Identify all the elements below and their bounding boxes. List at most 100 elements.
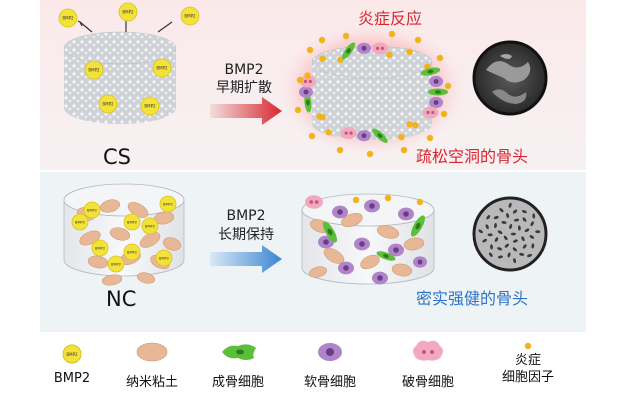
osteoblast bbox=[428, 88, 448, 96]
nanoclay-particle bbox=[99, 199, 121, 213]
bmp2-molecule: BMP2 bbox=[140, 96, 160, 116]
bmp2-molecule: BMP2 bbox=[84, 60, 104, 80]
bmp2-molecule: BMP2 bbox=[98, 94, 118, 114]
cs-scaffold bbox=[63, 31, 177, 124]
cytokine bbox=[416, 198, 424, 206]
svg-text:BMP2: BMP2 bbox=[95, 247, 105, 251]
chondrocyte bbox=[338, 261, 354, 275]
cytokine bbox=[294, 106, 302, 114]
osteoclast bbox=[422, 106, 439, 119]
svg-text:BMP2: BMP2 bbox=[75, 221, 85, 225]
legend-osteoblast-icon bbox=[222, 344, 256, 360]
nc-label: NC bbox=[106, 287, 136, 311]
osteoblast bbox=[372, 128, 388, 143]
bmp2-molecule: BMP2 bbox=[91, 239, 109, 257]
svg-text:BMP2: BMP2 bbox=[111, 263, 121, 267]
top-arrow-line1: BMP2 bbox=[224, 62, 263, 78]
osteoblast bbox=[376, 251, 396, 261]
svg-text:BMP2: BMP2 bbox=[156, 66, 168, 71]
chondrocyte bbox=[413, 256, 427, 268]
legend-label-bmp: BMP2 bbox=[53, 371, 91, 386]
svg-text:BMP2: BMP2 bbox=[145, 225, 155, 229]
chondrocyte bbox=[354, 237, 370, 251]
legend-osteoclast-icon bbox=[413, 340, 443, 361]
bmp2-molecule: BMP2 bbox=[159, 195, 177, 213]
bmp2-molecule: BMP2 bbox=[58, 8, 78, 28]
cytokine bbox=[316, 113, 323, 120]
legend-label-cytokine: 炎症 细胞因子 bbox=[501, 353, 554, 385]
cytokine bbox=[304, 72, 311, 79]
dense-bone-image bbox=[472, 196, 548, 272]
svg-text:BMP2: BMP2 bbox=[102, 102, 114, 107]
cytokine bbox=[388, 30, 396, 38]
cytokine bbox=[414, 36, 422, 44]
nanoclay-particle bbox=[323, 248, 345, 264]
cytokine bbox=[352, 196, 360, 204]
cytokine bbox=[386, 51, 393, 59]
bmp2-molecule: BMP2 bbox=[107, 255, 125, 273]
legend-bmp-icon: BMP2 bbox=[62, 344, 82, 364]
nanoclay-particle bbox=[163, 237, 181, 251]
svg-text:BMP2: BMP2 bbox=[184, 14, 196, 19]
chondrocyte bbox=[299, 86, 313, 98]
cytokine bbox=[412, 121, 419, 129]
cytokine bbox=[444, 82, 452, 90]
legend-label-nanoclay: 纳米粘土 bbox=[125, 375, 178, 390]
nanoclay-particle bbox=[391, 263, 413, 277]
chondrocyte bbox=[364, 199, 380, 213]
bmp2-molecule: BMP2 bbox=[83, 201, 101, 219]
svg-text:BMP2: BMP2 bbox=[122, 10, 134, 15]
svg-text:BMP2: BMP2 bbox=[159, 257, 169, 261]
bmp2-molecule: BMP2 bbox=[118, 2, 138, 22]
cytokine bbox=[406, 48, 413, 55]
cytokine bbox=[319, 55, 326, 63]
svg-text:BMP2: BMP2 bbox=[62, 16, 74, 21]
bmp2-molecule: BMP2 bbox=[155, 249, 173, 267]
nanoclay-particle bbox=[136, 272, 156, 284]
svg-text:BMP2: BMP2 bbox=[66, 352, 78, 357]
chondrocyte bbox=[398, 207, 414, 221]
cytokine bbox=[366, 150, 374, 158]
legend-label-chondrocyte: 软骨细胞 bbox=[303, 375, 356, 390]
top-result-label: 疏松空洞的骨头 bbox=[416, 147, 528, 166]
chondrocyte bbox=[429, 96, 444, 109]
svg-text:BMP2: BMP2 bbox=[144, 104, 156, 109]
svg-text:BMP2: BMP2 bbox=[127, 221, 137, 225]
bottom-arrow-line2: 长期保持 bbox=[218, 227, 274, 243]
bmp2-molecule: BMP2 bbox=[123, 243, 141, 261]
bmp2-molecule: BMP2 bbox=[152, 58, 172, 78]
cytokine bbox=[336, 146, 344, 154]
legend-cytokine-icon bbox=[524, 342, 532, 350]
nanoclay-particle bbox=[308, 266, 328, 278]
bmp2-molecule: BMP2 bbox=[180, 6, 200, 26]
osteoclast bbox=[340, 127, 357, 140]
red-arrow bbox=[210, 97, 282, 125]
osteoblast bbox=[420, 67, 441, 76]
bottom-arrow-line1: BMP2 bbox=[226, 208, 265, 224]
svg-text:BMP2: BMP2 bbox=[127, 251, 137, 255]
cytokine bbox=[440, 110, 448, 118]
bmp2-molecule: BMP2 bbox=[123, 213, 141, 231]
chondrocyte bbox=[429, 75, 444, 88]
svg-text:BMP2: BMP2 bbox=[87, 209, 97, 213]
cytokine bbox=[400, 146, 408, 154]
nanoclay-particle bbox=[341, 212, 363, 228]
cytokine bbox=[318, 36, 326, 44]
osteoclast bbox=[299, 75, 316, 88]
nanoclay-particle bbox=[139, 232, 161, 248]
inflammation-label: 炎症反应 bbox=[358, 9, 422, 28]
legend-nanoclay-icon bbox=[136, 342, 168, 362]
cytokine bbox=[308, 132, 316, 140]
legend-label-osteoclast: 破骨细胞 bbox=[401, 375, 454, 390]
bmp2-molecule: BMP2 bbox=[141, 217, 159, 235]
legend: BMP2 bbox=[62, 340, 532, 364]
chondrocyte bbox=[357, 42, 372, 54]
nanoclay-particle bbox=[403, 237, 425, 251]
cytokine bbox=[398, 133, 405, 141]
bottom-result-label: 密实强健的骨头 bbox=[416, 289, 528, 308]
svg-text:BMP2: BMP2 bbox=[163, 203, 173, 207]
nanoclay-particle bbox=[109, 227, 131, 241]
legend-label-osteoblast: 成骨细胞 bbox=[211, 375, 264, 390]
